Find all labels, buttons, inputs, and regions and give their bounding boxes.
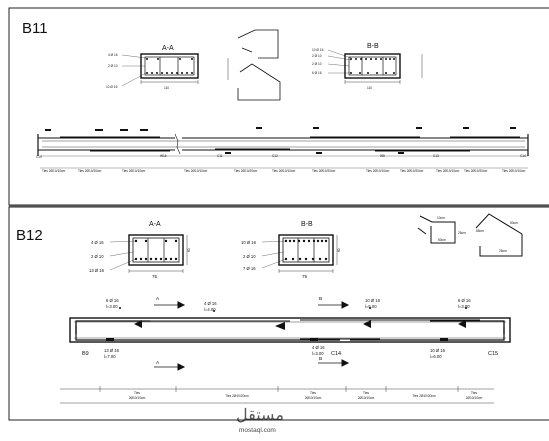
- b11-support-label: W16: [160, 154, 167, 158]
- b11-section-b-title: B-B: [367, 43, 379, 50]
- b12-b-width-label: 75: [302, 274, 308, 279]
- b12-support-label: B9: [82, 351, 89, 357]
- b12-shape2-bottom-label: 25cm: [499, 249, 507, 253]
- b11-support-label: C14: [520, 154, 526, 158]
- b11-b-mid-bar-label: 2 Ø 10: [312, 62, 322, 66]
- b12-top-bar-length: l=4.00: [204, 307, 216, 312]
- b11-ties-label: Ties 2Ø10/10cm: [272, 169, 296, 173]
- b12-shape1-bottom-label: 50cm: [438, 238, 446, 242]
- b11-section-a-title: A-A: [162, 45, 174, 52]
- b12-top-bar-count: 6 Ø 16: [458, 298, 471, 303]
- b12-a-bot-bar-label: 13 Ø 16: [89, 268, 105, 273]
- b11-a-top-bar-label: 4 Ø 16: [108, 53, 118, 57]
- b12-section-mark: A: [156, 360, 160, 366]
- b11-ties-label: Ties 2Ø10/20cm: [312, 169, 336, 173]
- b12-support-label: C15: [488, 351, 498, 357]
- b12-b-top-bar-label: 10 Ø 16: [241, 240, 257, 245]
- b12-bottom-bar-length: l=6.00: [430, 354, 442, 359]
- panel-frame-b11: [8, 7, 549, 206]
- b12-bar-marks: [106, 307, 467, 341]
- b12-shape2-side-label: 50cm: [510, 221, 518, 225]
- b12-a-mid-bar-label: 2 Ø 10: [91, 254, 104, 259]
- b12-b-height-label: 60: [337, 248, 341, 252]
- b11-section-b-drawing: [327, 49, 423, 84]
- b11-b-bot-bar-label: 6 Ø 16: [312, 71, 322, 75]
- b11-ties-label: Ties 2Ø10/10cm: [366, 169, 390, 173]
- b11-support-label: C12: [272, 154, 278, 158]
- b12-section-b-drawing: [261, 234, 338, 273]
- b12-section-a-drawing: [109, 234, 188, 273]
- b12-ties-ticks: [99, 386, 459, 392]
- b11-beam-elevation: [37, 133, 529, 169]
- b12-bottom-bar-count: 10 Ø 16: [430, 348, 446, 353]
- b11-bar-marks: [45, 127, 516, 154]
- b11-a-width-label: 110: [164, 86, 169, 90]
- b12-top-bar-length: l=5.00: [365, 304, 377, 309]
- b12-b-bot-bar-label: 7 Ø 16: [243, 266, 256, 271]
- b12-section-mark: B: [319, 296, 322, 302]
- b12-a-width-label: 75: [152, 274, 158, 279]
- b12-a-height-label: 60: [187, 248, 191, 252]
- b12-bottom-bar-length: l=7.00: [104, 354, 116, 359]
- b11-section-a-drawing: [121, 53, 199, 87]
- b11-ties-label: Ties 2Ø10/20cm: [464, 169, 488, 173]
- b12-section-b-title: B-B: [301, 221, 313, 228]
- b12-shape2-top-label: 65cm: [476, 229, 484, 233]
- b11-b-width-label: 110: [367, 86, 372, 90]
- b11-a-mid-bar-label: 2 Ø 10: [108, 64, 118, 68]
- b11-ties-label: Ties 2Ø10/10cm: [502, 169, 526, 173]
- b11-support-label: C11: [217, 154, 223, 158]
- b12-bottom-bar-count: 4 Ø 16: [312, 345, 325, 350]
- watermark-latin: mostaql.com: [239, 427, 276, 434]
- b12-section-mark: A: [156, 296, 160, 302]
- b12-shape1-top-label: 10cm: [437, 216, 445, 220]
- b12-section-mark: B: [319, 356, 322, 362]
- b12-shape1-side-label: 25cm: [458, 231, 466, 235]
- b12-top-bar-count: 4 Ø 16: [204, 301, 217, 306]
- b12-bottom-bar-length: l=3.00: [312, 351, 324, 356]
- b11-stirrup-shapes: [227, 29, 281, 101]
- b12-ties-label: Ties 2Ø10/20cm: [225, 394, 249, 398]
- b12-b-mid-bar-label: 2 Ø 10: [243, 254, 256, 259]
- b11-ties-label: Ties 2Ø10/10cm: [436, 169, 460, 173]
- b11-ties-label: Ties 2Ø10/20cm: [400, 169, 424, 173]
- b12-title: B12: [16, 227, 43, 244]
- b11-support-label: C13: [433, 154, 439, 158]
- b12-support-label: C14: [331, 351, 341, 357]
- b12-stirrup-shape-2: [475, 213, 523, 257]
- b12-beam-elevation: [60, 317, 511, 404]
- b11-title: B11: [22, 20, 48, 37]
- b12-ties-label: Ties 2Ø10/20cm: [412, 394, 436, 398]
- b11-b-top-bar2-label: 2 Ø 10: [312, 54, 322, 58]
- b11-ties-label: Ties 2Ø10/10cm: [42, 169, 66, 173]
- b11-ties-label: Ties 2Ø10/10cm: [122, 169, 146, 173]
- b11-ties-label: Ties 2Ø10/10cm: [184, 169, 208, 173]
- b11-support-label: W5: [380, 154, 385, 158]
- b12-stirrup-shape-1: [417, 215, 456, 244]
- panel-frame-b12: [8, 206, 549, 421]
- b11-ties-label: Ties 2Ø10/20cm: [234, 169, 258, 173]
- b12-bottom-bar-count: 13 Ø 16: [104, 348, 120, 353]
- b11-b-top-bar-label: 10 Ø 16: [312, 48, 324, 52]
- b12-top-bar-count: 6 Ø 16: [106, 298, 119, 303]
- b12-section-a-title: A-A: [149, 221, 161, 228]
- b11-support-label: C10: [36, 155, 42, 159]
- b11-ties-label: Ties 2Ø10/20cm: [78, 169, 102, 173]
- b12-section-mark-arrows: [154, 301, 350, 371]
- b12-top-bar-length: l=3.00: [106, 304, 118, 309]
- watermark-arabic: مستقل: [236, 407, 284, 424]
- b11-a-bot-bar-label: 10 Ø 16: [106, 85, 118, 89]
- b11-ties-labels: Ties 2Ø10/10cm Ties 2Ø10/20cm Ties 2Ø10/…: [42, 169, 526, 173]
- b12-top-bar-length: l=3.00: [458, 304, 470, 309]
- b12-top-bar-count: 10 Ø 16: [365, 298, 381, 303]
- b12-a-top-bar-label: 4 Ø 16: [91, 240, 104, 245]
